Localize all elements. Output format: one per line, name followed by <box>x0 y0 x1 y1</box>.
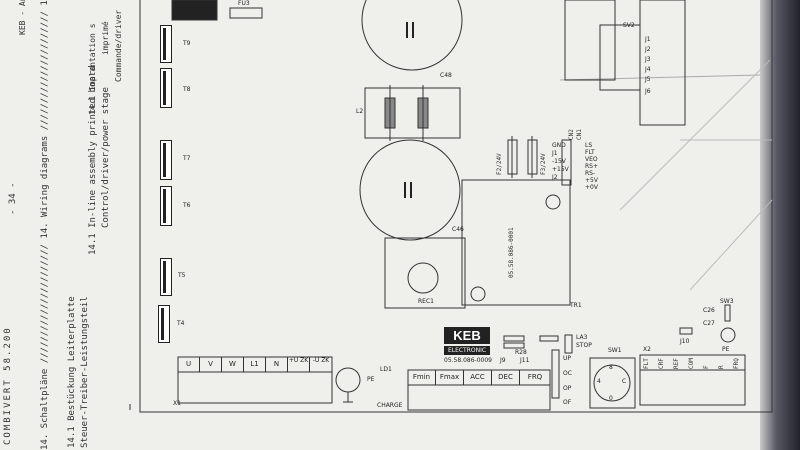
label-j2: J2 <box>645 46 651 53</box>
dial-top: 8 <box>609 364 613 371</box>
label-stop: STOP <box>576 342 592 349</box>
label-c27: C27 <box>703 320 715 327</box>
label-tr1: TR1 <box>570 302 582 309</box>
pin-p15: +15V <box>552 166 569 173</box>
label-c46: C46 <box>452 226 464 233</box>
term-fmax: Fmax <box>436 370 464 385</box>
label-sv2: SV2 <box>623 22 635 29</box>
label-cn2: CN2 <box>568 129 575 140</box>
terminal-x1: U V W L1 N +U ZK -U ZK <box>178 357 332 372</box>
pin-ls: LS <box>585 142 593 149</box>
term-acc: ACC <box>464 370 492 385</box>
label-j11: J11 <box>520 357 530 364</box>
pin-5v: +5V <box>585 177 598 184</box>
x2-crf: CRF <box>658 358 665 369</box>
paper-sheet <box>0 0 780 450</box>
label-t7: T7 <box>183 155 191 162</box>
connector-t9 <box>160 25 172 63</box>
label-j10: J10 <box>680 338 690 345</box>
label-l2: L2 <box>356 108 364 115</box>
label-sw1: SW1 <box>608 347 622 354</box>
x1-plus-uzk: +U ZK <box>288 357 310 372</box>
x2-flt: FLT <box>643 358 650 369</box>
label-pe-right: PE <box>722 346 730 353</box>
x1-n: N <box>266 357 288 372</box>
pin-gnd: GND <box>552 142 566 149</box>
label-j1: J1 <box>645 36 651 43</box>
label-t8: T8 <box>183 86 191 93</box>
label-fu3: FU3 <box>238 0 250 7</box>
label-c26: C26 <box>703 307 715 314</box>
label-j3: J3 <box>645 56 651 63</box>
page-edge-shadow <box>760 0 800 450</box>
label-x1: X1 <box>173 400 181 407</box>
label-t4: T4 <box>177 320 185 327</box>
connector-t4 <box>158 305 170 343</box>
label-charge: CHARGE <box>377 402 403 409</box>
x1-l1: L1 <box>244 357 266 372</box>
transformer-code: 05.58.086-0001 <box>508 227 515 278</box>
x1-u: U <box>178 357 200 372</box>
x2-com: COM <box>688 358 695 369</box>
keb-logo: KEB <box>444 327 490 344</box>
label-rec1: REC1 <box>418 298 434 305</box>
x1-v: V <box>200 357 222 372</box>
label-j9: J9 <box>500 357 506 364</box>
x2-ref: REF <box>673 358 680 369</box>
pin-j2: J2 <box>552 174 558 181</box>
dial-left: 4 <box>597 378 601 385</box>
terminal-control: Fmin Fmax ACC DEC FRQ <box>408 370 550 385</box>
led-op: OP <box>563 385 572 392</box>
pin-veo: VEO <box>585 156 598 163</box>
pin-m15: -15V <box>552 158 566 165</box>
label-r28: R28 <box>515 349 527 356</box>
label-t5: T5 <box>178 272 186 279</box>
term-frq: FRQ <box>527 373 543 381</box>
pin-rsm: RS- <box>585 170 596 177</box>
x2-f: F <box>703 365 710 369</box>
x2-r: R <box>718 365 725 369</box>
label-pe: PE <box>367 376 375 383</box>
label-cn1: CN1 <box>576 129 583 140</box>
led-oc: OC <box>563 370 572 377</box>
dial-bottom: 0 <box>609 395 613 402</box>
pin-rsp: RS+ <box>585 163 599 170</box>
term-fmin: Fmin <box>408 370 436 385</box>
label-sw3: SW3 <box>720 298 734 305</box>
x1-minus-uzk: -U ZK <box>312 357 330 364</box>
label-c48: C48 <box>440 72 452 79</box>
pin-flt: FLT <box>585 149 595 156</box>
label-t6: T6 <box>183 202 191 209</box>
connector-t6 <box>160 186 172 226</box>
connector-t8 <box>160 68 172 108</box>
led-of: OF <box>563 399 572 406</box>
x2-frq: FRQ <box>733 358 740 369</box>
keb-code: 05.58.086-0009 <box>444 357 492 364</box>
label-f3: F3/24V <box>540 153 547 175</box>
connector-t5 <box>160 258 172 296</box>
label-t9: T9 <box>183 40 191 47</box>
pin-j1: J1 <box>552 150 558 157</box>
label-j5: J5 <box>645 76 651 83</box>
dial-right: C <box>622 378 627 385</box>
label-ld1: LD1 <box>380 366 392 373</box>
pin-0v: +0V <box>585 184 598 191</box>
x1-w: W <box>222 357 244 372</box>
label-j4: J4 <box>645 66 651 73</box>
label-j6: J6 <box>645 88 651 95</box>
term-dec: DEC <box>492 370 520 385</box>
led-up: UP <box>563 355 572 362</box>
label-la3: LA3 <box>576 334 588 341</box>
keb-logo-sub: ELECTRONIC <box>444 346 490 355</box>
terminal-x2: FLT CRF REF COM F R FRQ <box>640 355 745 370</box>
label-f2: F2/24V <box>496 153 503 175</box>
label-x2: X2 <box>643 346 651 353</box>
connector-t7 <box>160 140 172 180</box>
